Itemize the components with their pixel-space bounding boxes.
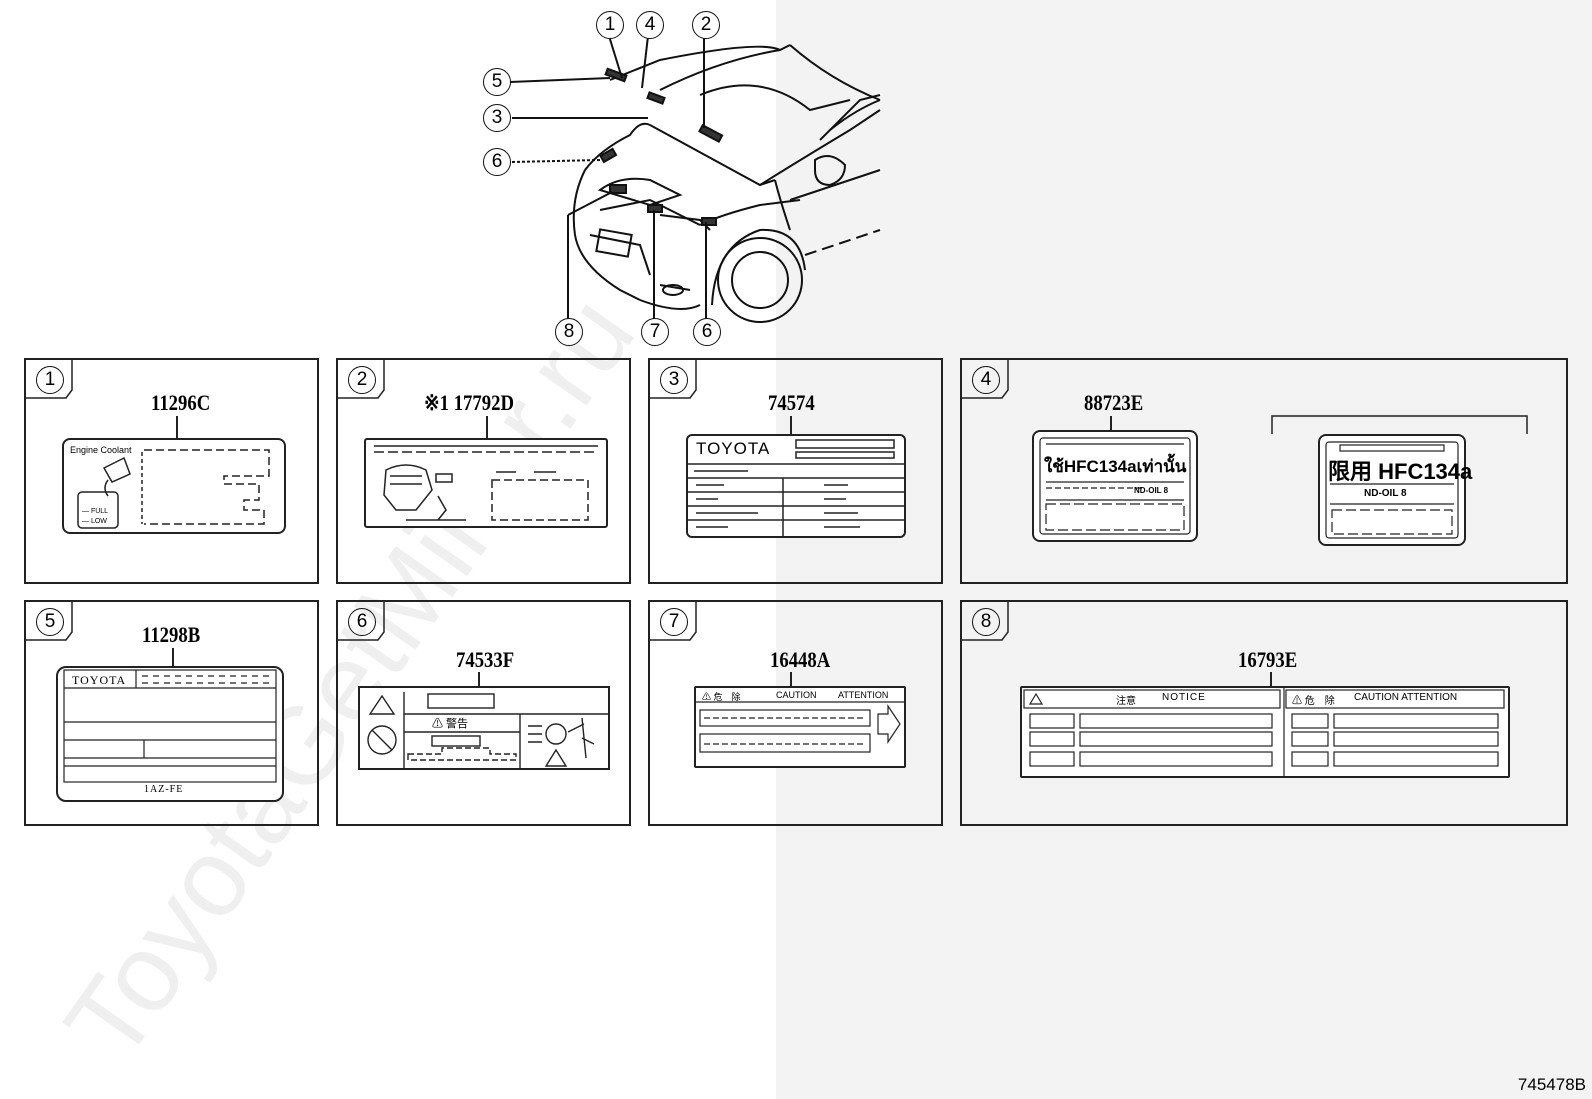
part-code: 11298B xyxy=(142,622,201,647)
panel-2: 2 ※1 17792D xyxy=(336,358,631,584)
brand: TOYOTA xyxy=(696,439,771,458)
label-title: Engine Coolant xyxy=(70,445,132,455)
callout-2: 2 xyxy=(692,11,720,39)
panel-number: 5 xyxy=(36,608,64,636)
header-b-jp: ⚠ 危 除 xyxy=(1292,696,1335,707)
header-a-en: NOTICE xyxy=(1162,692,1206,703)
warning-text: ⚠ 警告 xyxy=(432,718,469,730)
variant-b-oil: ND-OIL 8 xyxy=(1364,488,1407,499)
panel-7: 7 16448A ⚠ 危 除 CAUTION ATTENTION xyxy=(648,600,943,826)
panel-5: 5 11298B TOYOTA 1AZ-FE xyxy=(24,600,319,826)
emission-label xyxy=(364,438,608,528)
header-left: ⚠ 危 除 xyxy=(702,692,741,702)
gauge-full: — FULL xyxy=(82,508,109,515)
part-code: 88723E xyxy=(1084,390,1144,415)
callout-6-top: 6 xyxy=(483,148,511,176)
notice-caution-label: 注意 NOTICE ⚠ 危 除 CAUTION ATTENTION xyxy=(1020,686,1510,778)
panel-number: 1 xyxy=(36,366,64,394)
callout-3: 3 xyxy=(483,104,511,132)
part-code: 16793E xyxy=(1238,647,1298,672)
header-right: ATTENTION xyxy=(838,690,889,700)
header-b-en: CAUTION ATTENTION xyxy=(1354,692,1458,703)
panel-8: 8 16793E 注意 NOTICE ⚠ 危 除 CAUTION ATTENTI… xyxy=(960,600,1568,826)
part-code: 16448A xyxy=(770,647,831,672)
part-code: 74533F xyxy=(456,647,515,672)
panel-number-box: 1 xyxy=(26,360,74,400)
car-illustration xyxy=(509,35,881,323)
panel-number: 2 xyxy=(348,366,376,394)
part-code: 74574 xyxy=(768,390,815,415)
callout-1: 1 xyxy=(596,11,624,39)
vehicle-id-label: TOYOTA xyxy=(686,434,906,538)
panel-4: 4 88723E ใช้HFC134aเท่านั้น ND-OIL 8 xyxy=(960,358,1568,584)
panel-1: 1 11296C Engine Coolant — FULL — LOW xyxy=(24,358,319,584)
callout-4: 4 xyxy=(636,11,664,39)
gauge-low: — LOW xyxy=(82,518,107,525)
variant-a-text: ใช้HFC134aเท่านั้น xyxy=(1044,457,1187,476)
callout-7: 7 xyxy=(641,318,669,346)
refrigerant-label-a: ใช้HFC134aเท่านั้น ND-OIL 8 xyxy=(1032,430,1198,542)
variant-b-text: 限用 HFC134a xyxy=(1328,459,1473,484)
header-a-jp: 注意 xyxy=(1116,696,1136,707)
panel-3: 3 74574 TOYOTA xyxy=(648,358,943,584)
engine-info-label: TOYOTA 1AZ-FE xyxy=(56,666,284,802)
panel-number: 7 xyxy=(660,608,688,636)
panel-6: 6 74533F ⚠ 警告 xyxy=(336,600,631,826)
variant-a-oil: ND-OIL 8 xyxy=(1134,486,1169,495)
panel-number: 8 xyxy=(972,608,1000,636)
background-shade xyxy=(776,0,1592,1099)
part-code: ※1 17792D xyxy=(424,390,514,415)
panel-number: 6 xyxy=(348,608,376,636)
callout-5: 5 xyxy=(483,68,511,96)
engine-code: 1AZ-FE xyxy=(144,784,184,795)
coolant-label: Engine Coolant — FULL — LOW xyxy=(62,438,286,534)
document-number: 745478B xyxy=(1517,1075,1586,1094)
callout-6-bottom: 6 xyxy=(693,318,721,346)
brand: TOYOTA xyxy=(72,673,127,687)
caution-label: ⚠ 危 除 CAUTION ATTENTION xyxy=(694,686,906,768)
panel-number: 3 xyxy=(660,366,688,394)
refrigerant-label-b: 限用 HFC134a ND-OIL 8 xyxy=(1318,434,1472,546)
header-mid: CAUTION xyxy=(776,690,817,700)
part-code: 11296C xyxy=(151,390,211,415)
panel-number: 4 xyxy=(972,366,1000,394)
callout-8: 8 xyxy=(555,318,583,346)
fan-warning-label: ⚠ 警告 xyxy=(358,686,610,770)
